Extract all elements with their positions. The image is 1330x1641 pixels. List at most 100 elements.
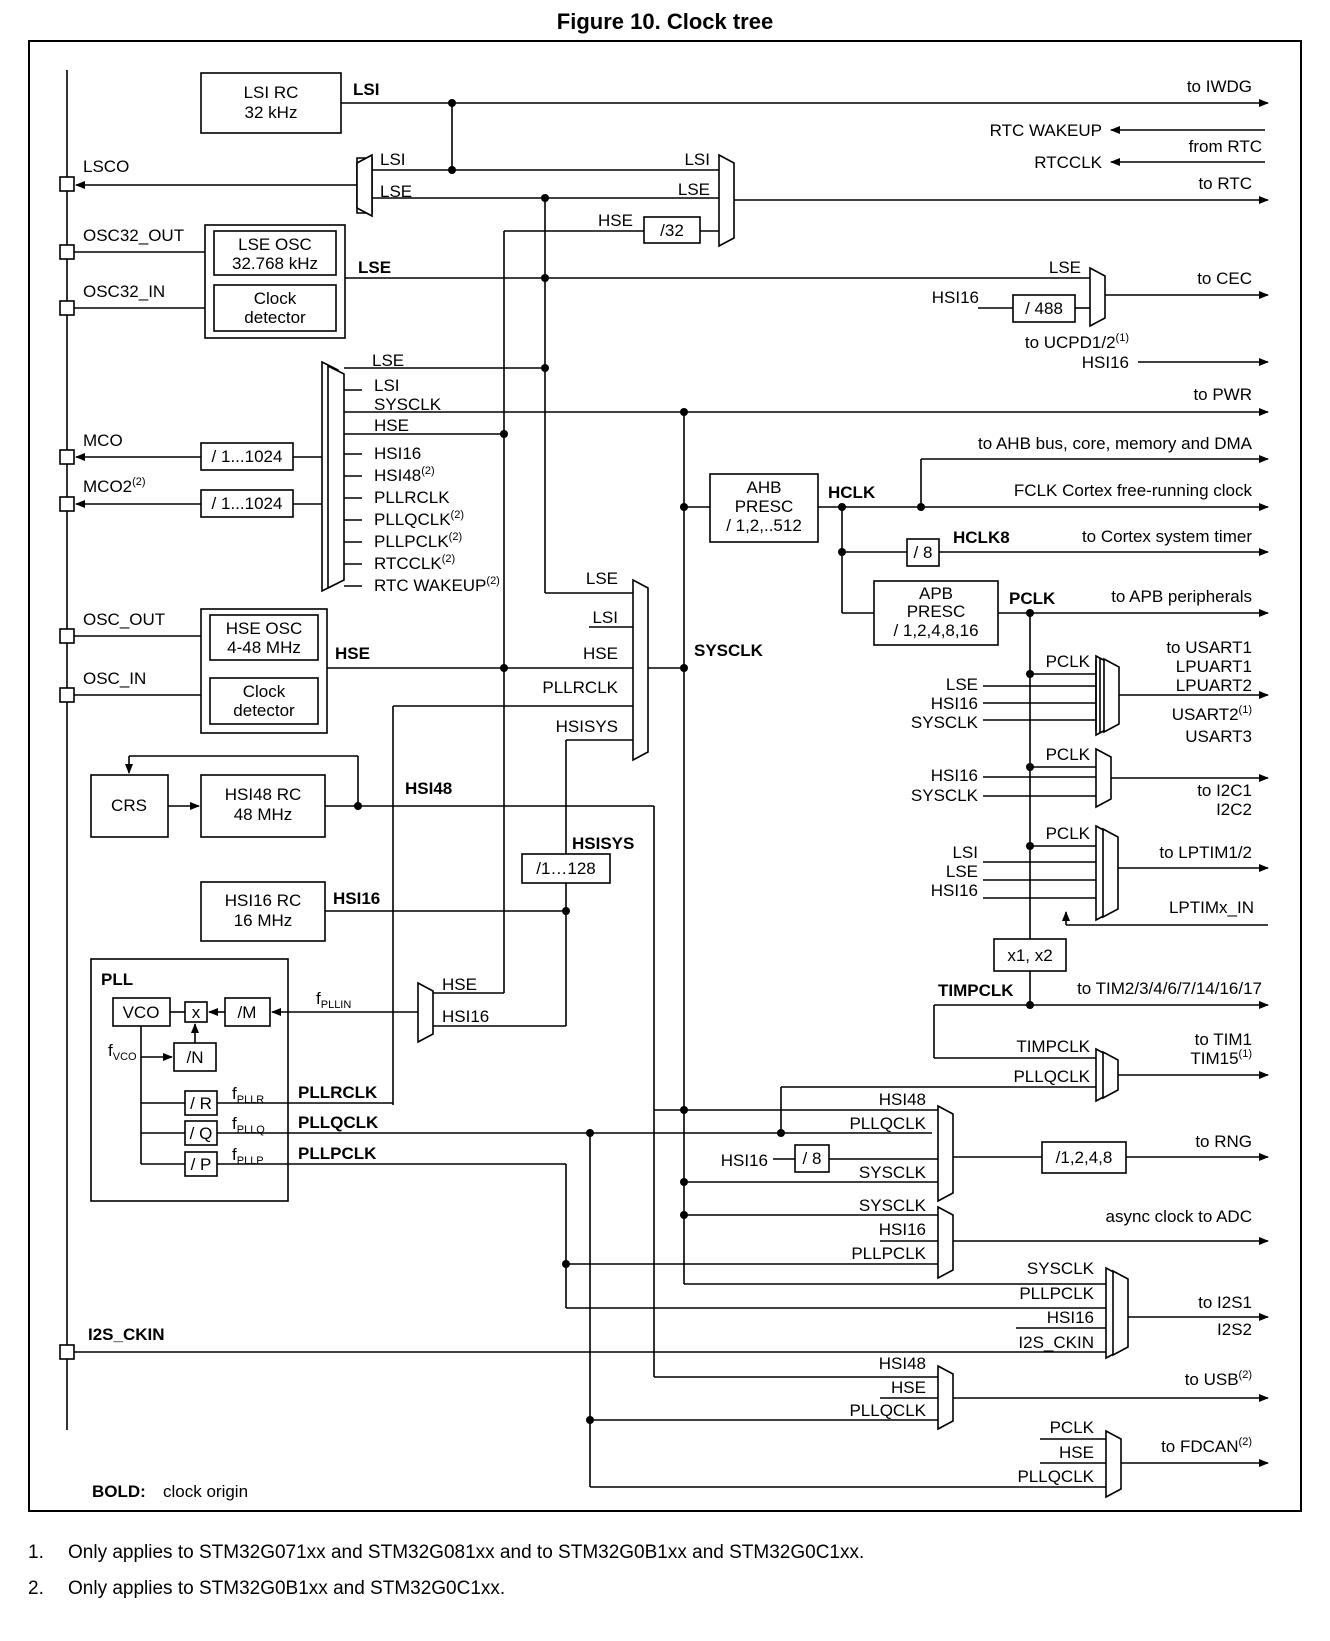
svg-text:HSI48(2): HSI48(2)	[374, 465, 435, 485]
rtcclk-label: RTCCLK	[1034, 153, 1102, 172]
svg-text:HSI16: HSI16	[1047, 1308, 1094, 1327]
svg-text:LSE: LSE	[1049, 258, 1081, 277]
hsisys-label: HSISYS	[572, 834, 634, 853]
svg-text:SYSCLK: SYSCLK	[1027, 1259, 1095, 1278]
pll-block: PLL VCO x /M /N fVCO / R / Q / P fPLLR f…	[90, 958, 932, 1202]
lptimx-in-label: LPTIMx_IN	[1169, 898, 1254, 917]
hsi16-block: HSI16 RC 16 MHz HSI16	[200, 881, 570, 1027]
pin-osc-out	[59, 628, 75, 644]
svg-text:LSI: LSI	[374, 376, 400, 395]
pin-i2s-ckin-label: I2S_CKIN	[88, 1325, 165, 1344]
svg-text:PLLPCLK: PLLPCLK	[1019, 1284, 1094, 1303]
output-usart1: to USART1	[1166, 638, 1252, 657]
svg-text:I2S2: I2S2	[1217, 1320, 1252, 1339]
svg-text:/ 8: / 8	[803, 1149, 822, 1168]
svg-text:RTC WAKEUP(2): RTC WAKEUP(2)	[374, 575, 500, 595]
output-usb: to USB(2)	[1185, 1369, 1252, 1389]
output-rtc: to RTC	[1198, 174, 1252, 193]
svg-text:USART2(1): USART2(1)	[1172, 704, 1252, 724]
pin-mco-label: MCO	[83, 431, 123, 450]
timpclk-label: TIMPCLK	[938, 981, 1014, 1000]
svg-text:48 MHz: 48 MHz	[234, 805, 293, 824]
svg-text:HSI16: HSI16	[931, 766, 978, 785]
svg-text:RTCCLK(2): RTCCLK(2)	[374, 553, 455, 573]
svg-text:/32: /32	[660, 221, 684, 240]
svg-text:SYSCLK: SYSCLK	[911, 713, 979, 732]
svg-text:LPUART1: LPUART1	[1176, 657, 1252, 676]
svg-text:SYSCLK: SYSCLK	[859, 1196, 927, 1215]
svg-text:HSE: HSE	[442, 975, 477, 994]
rng-mux: HSI48 PLLQCLK HSI16 / 8 SYSCLK /1,2,4,8 …	[654, 1090, 1269, 1203]
svg-text:32 kHz: 32 kHz	[245, 103, 298, 122]
svg-text:PLLQCLK: PLLQCLK	[1013, 1067, 1090, 1086]
lse-osc-block: LSE OSC 32.768 kHz Clock detector LSE	[74, 224, 1090, 339]
output-systick: to Cortex system timer	[1082, 527, 1252, 546]
hclk8-label: HCLK8	[953, 528, 1010, 547]
lsi-origin-label: LSI	[353, 80, 379, 99]
svg-text:/ 1,2,..512: / 1,2,..512	[726, 516, 802, 535]
pin-osc32-out-label: OSC32_OUT	[83, 226, 184, 245]
svg-text:HSE OSC: HSE OSC	[226, 619, 303, 638]
output-lptim: to LPTIM1/2	[1159, 843, 1252, 862]
svg-text:PCLK: PCLK	[1050, 1418, 1095, 1437]
svg-text:16 MHz: 16 MHz	[234, 911, 293, 930]
svg-text:USART3: USART3	[1185, 727, 1252, 746]
pins: LSCO OSC32_OUT OSC32_IN MCO MCO2(2) OSC_…	[59, 157, 184, 1360]
pin-mco2	[59, 496, 75, 512]
output-i2c1: to I2C1	[1197, 781, 1252, 800]
svg-text:LSE OSC: LSE OSC	[238, 235, 312, 254]
svg-text:4-48 MHz: 4-48 MHz	[227, 638, 301, 657]
output-iwdg: to IWDG	[1187, 77, 1252, 96]
svg-text:CRS: CRS	[111, 796, 147, 815]
pin-osc-in-label: OSC_IN	[83, 669, 146, 688]
from-rtc-label: from RTC	[1189, 137, 1262, 156]
svg-text:/ R: / R	[190, 1094, 212, 1113]
lptim-mux: PCLK LSI LSE HSI16 to LPTIM1/2 LPTIMx_IN	[931, 824, 1269, 926]
svg-text:/1…128: /1…128	[536, 859, 596, 878]
svg-text:/ 1...1024: / 1...1024	[212, 447, 283, 466]
svg-text:LSE: LSE	[678, 180, 710, 199]
svg-text:Clock: Clock	[254, 289, 297, 308]
pllpclk-origin-label: PLLPCLK	[298, 1144, 377, 1163]
output-fdcan: to FDCAN(2)	[1161, 1436, 1252, 1456]
i2c-mux: PCLK HSI16 SYSCLK to I2C1 I2C2	[911, 745, 1269, 819]
svg-text:/ 1...1024: / 1...1024	[212, 494, 283, 513]
lsco-mux: LSI LSE	[75, 150, 720, 218]
hsi48-block: CRS HSI48 RC 48 MHz HSI48	[90, 755, 655, 1377]
svg-text:LSI: LSI	[592, 608, 618, 627]
svg-text:detector: detector	[244, 308, 306, 327]
pllrclk-origin-label: PLLRCLK	[298, 1083, 378, 1102]
svg-text:HSI16: HSI16	[932, 288, 979, 307]
svg-text:VCO: VCO	[123, 1003, 160, 1022]
output-apb: to APB peripherals	[1111, 587, 1252, 606]
pin-lsco-label: LSCO	[83, 157, 129, 176]
svg-text:/M: /M	[238, 1003, 257, 1022]
svg-text:LSE: LSE	[380, 182, 412, 201]
adc-mux: SYSCLK HSI16 PLLPCLK async clock to ADC	[562, 1196, 1269, 1280]
figure-frame	[28, 40, 1302, 1512]
svg-text:I2C2: I2C2	[1216, 800, 1252, 819]
rtc-wakeup-label: RTC WAKEUP	[990, 121, 1102, 140]
lsi-rc-block: LSI RC 32 kHz LSI to IWDG	[200, 72, 1269, 174]
i2s-mux: SYSCLK PLLPCLK HSI16 I2S_CKIN to I2S1 I2…	[74, 1164, 1269, 1360]
svg-text:LSI: LSI	[952, 843, 978, 862]
svg-text:APB: APB	[919, 584, 953, 603]
fvco-label: fVCO	[108, 1041, 137, 1063]
svg-text:PLLRCLK: PLLRCLK	[542, 678, 618, 697]
pin-lsco	[59, 176, 75, 192]
svg-text:/ P: / P	[191, 1155, 212, 1174]
pin-i2s-ckin	[59, 1344, 75, 1360]
output-rng: to RNG	[1195, 1132, 1252, 1151]
fpllin-label: fPLLIN	[316, 989, 351, 1011]
svg-text:PRESC: PRESC	[735, 497, 794, 516]
svg-text:LSE: LSE	[946, 862, 978, 881]
sysclk-origin-label: SYSCLK	[694, 641, 764, 660]
pin-osc32-out	[59, 244, 75, 260]
svg-text:/ Q: / Q	[190, 1124, 213, 1143]
apb-presc: APB PRESC / 1,2,4,8,16 PCLK to APB perip…	[873, 580, 1269, 939]
output-pwr: to PWR	[1193, 385, 1252, 404]
svg-text:I2S_CKIN: I2S_CKIN	[1018, 1333, 1094, 1352]
legend-text: clock origin	[163, 1482, 248, 1501]
svg-text:HSISYS: HSISYS	[556, 717, 618, 736]
svg-text:PLLQCLK: PLLQCLK	[849, 1114, 926, 1133]
